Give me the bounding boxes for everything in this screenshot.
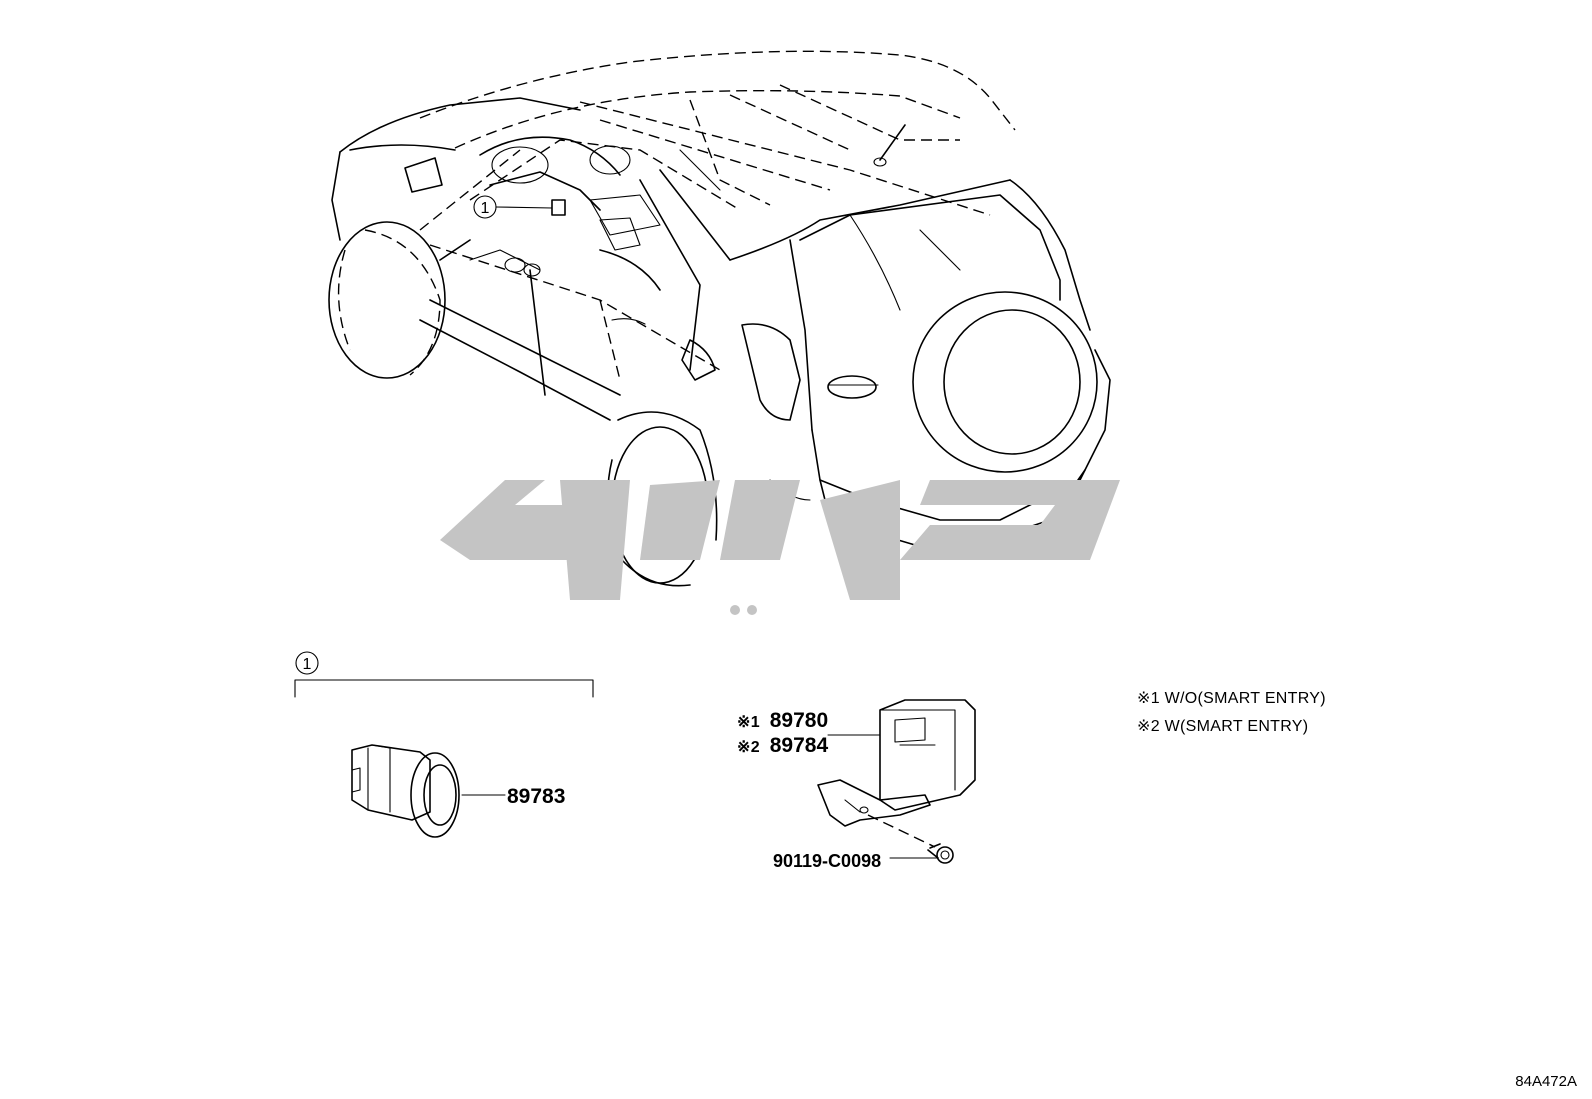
computer-2-marker: ※2 <box>737 739 760 756</box>
computer-1-part-number[interactable]: 89780 <box>770 709 828 732</box>
vehicle-callout-number: 1 <box>481 200 490 217</box>
legend-note-2: ※2 W(SMART ENTRY) <box>1137 718 1308 735</box>
vehicle-callout-1: 1 <box>473 195 566 219</box>
group-1-bracket: 1 <box>294 651 594 698</box>
computer-part <box>817 699 976 864</box>
bolt-part-number[interactable]: 90119-C0098 <box>773 851 881 871</box>
figure-code: 84A472A <box>1515 1073 1577 1090</box>
computer-1-marker: ※1 <box>737 714 760 731</box>
group-callout-number: 1 <box>303 656 312 673</box>
computer-2-label: ※2 89784 <box>737 734 828 757</box>
computer-2-part-number[interactable]: 89784 <box>770 734 829 757</box>
receiver-part-number[interactable]: 89783 <box>507 785 565 808</box>
vehicle-illustration <box>328 50 1111 587</box>
computer-1-label: ※1 89780 <box>737 709 828 732</box>
receiver-part <box>351 744 506 838</box>
watermark-logo <box>440 480 1120 615</box>
legend-note-1: ※1 W/O(SMART ENTRY) <box>1137 690 1326 707</box>
